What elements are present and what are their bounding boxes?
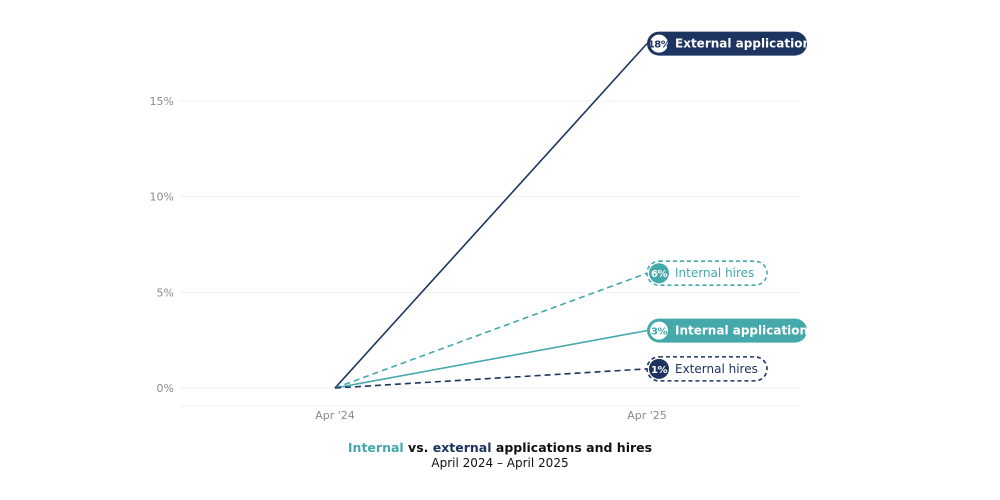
value-label: 3% <box>651 327 667 338</box>
series-end-label: 18% External applications <box>647 31 818 56</box>
title-part: applications and hires <box>491 440 653 455</box>
y-tick-label: 15% <box>150 95 174 108</box>
label-pill <box>646 260 768 287</box>
title-part: vs. <box>403 440 433 455</box>
value-badge <box>649 263 669 284</box>
series-name-label: Internal applications <box>675 324 815 338</box>
series-line <box>334 272 648 389</box>
series-name-label: External hires <box>675 362 758 376</box>
label-pill <box>647 31 807 56</box>
value-badge <box>649 358 669 379</box>
chart-title: Internal vs. external applications and h… <box>0 440 1000 455</box>
series-line <box>334 329 648 389</box>
value-label: 18% <box>648 40 671 51</box>
series-name-label: External applications <box>675 37 818 51</box>
chart-subtitle: April 2024 – April 2025 <box>431 456 569 470</box>
title-part: Internal <box>347 440 404 455</box>
value-label: 6% <box>651 269 667 280</box>
value-badge <box>648 319 670 342</box>
value-badge <box>648 32 670 55</box>
x-tick-label: Apr '25 <box>627 409 667 422</box>
title-part: external <box>432 440 492 455</box>
series-end-label: 6% Internal hires <box>646 260 768 287</box>
y-tick-label: 0% <box>157 382 174 395</box>
value-label: 1% <box>651 365 667 376</box>
x-tick-label: Apr '24 <box>315 409 355 422</box>
series-name-label: Internal hires <box>675 266 754 280</box>
series-end-label: 1% External hires <box>646 356 768 382</box>
series-line <box>334 43 648 389</box>
series-end-label: 3% Internal applications <box>647 318 815 343</box>
y-tick-label: 5% <box>157 286 174 299</box>
y-tick-label: 10% <box>150 191 174 204</box>
label-pill <box>646 356 768 382</box>
series-line <box>334 368 648 389</box>
label-pill <box>647 318 807 343</box>
